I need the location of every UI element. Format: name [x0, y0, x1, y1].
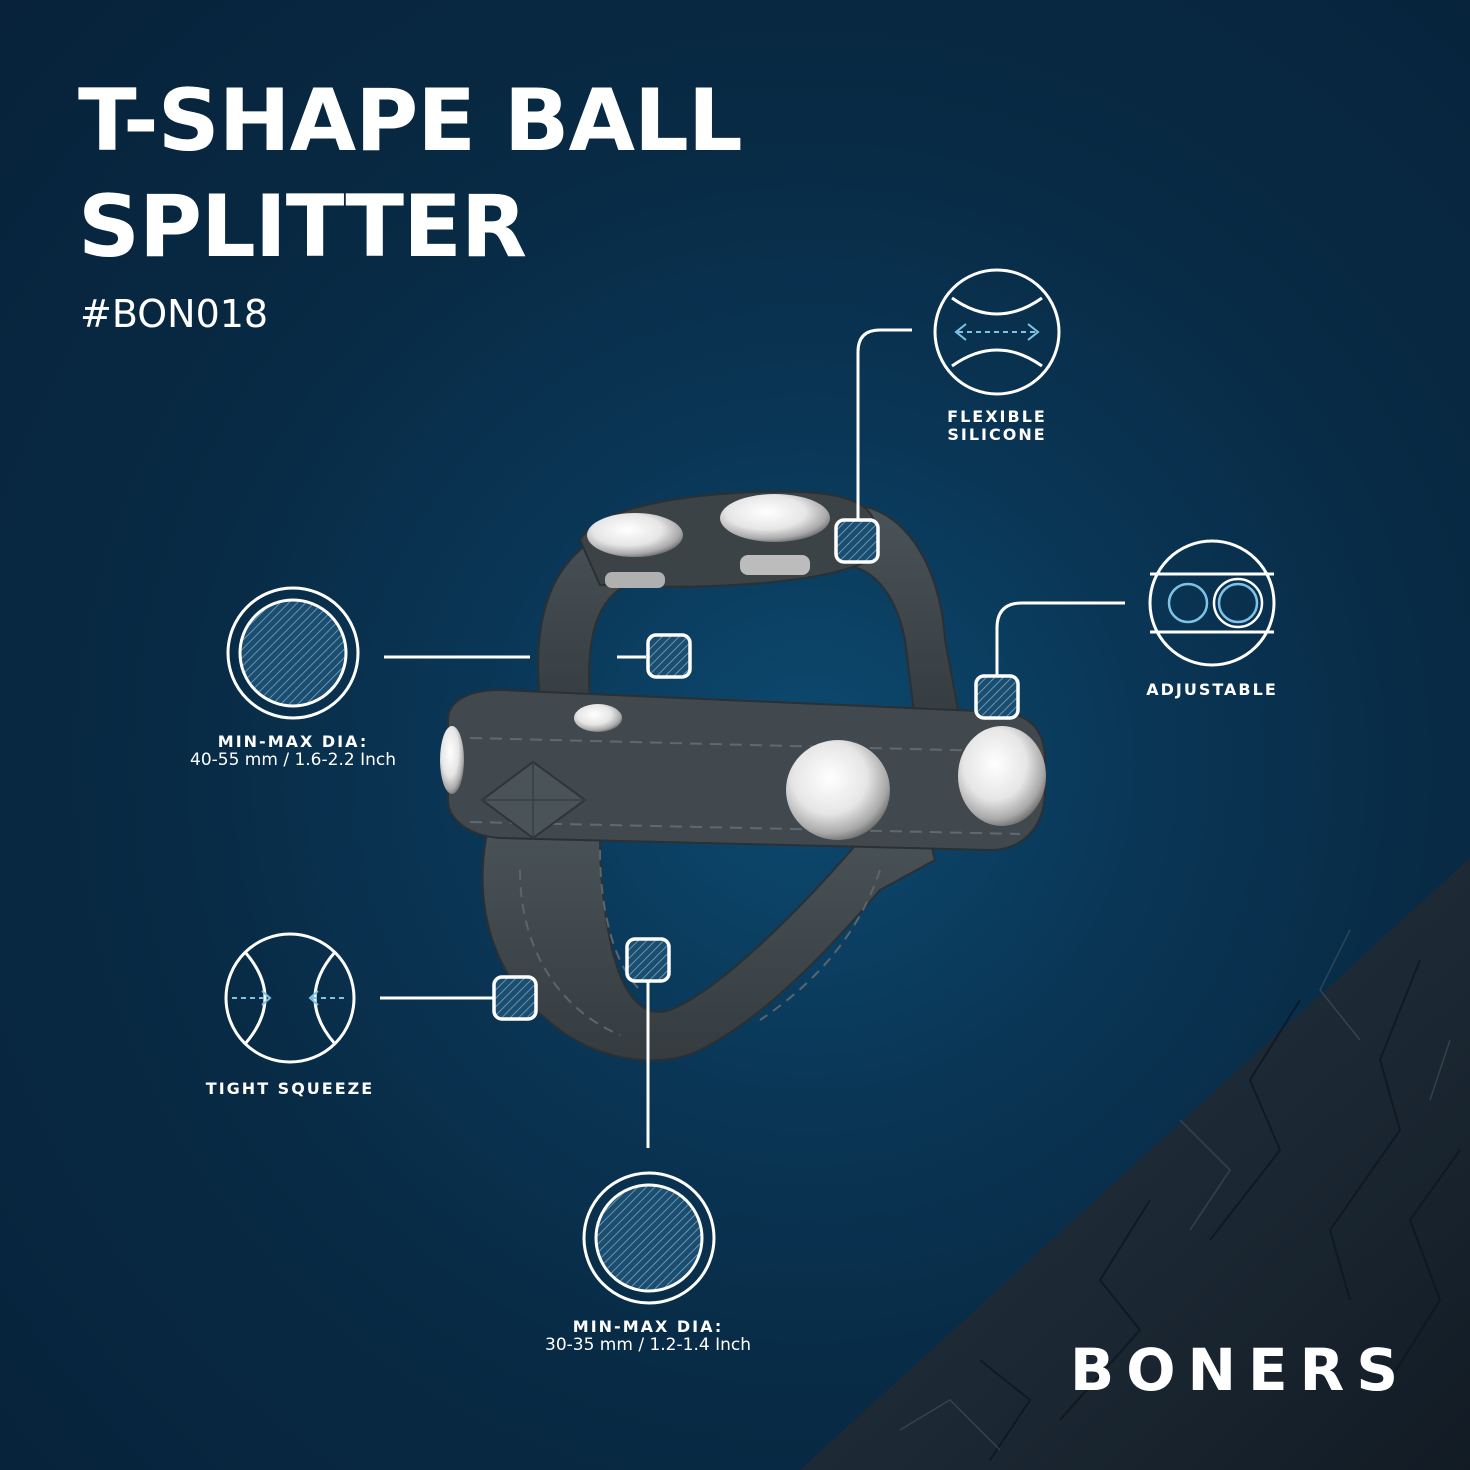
flexible-silicone-icon — [933, 268, 1061, 396]
callout-markers — [492, 518, 1020, 1021]
callout-lines — [380, 328, 1125, 1148]
tight-squeeze-icon — [224, 932, 356, 1064]
diameter-icon-top — [226, 586, 360, 720]
brand-logo: BONERS — [1070, 1336, 1411, 1404]
label-flexible-line2: SILICONE — [947, 425, 1047, 444]
label-bottom-diameter: MIN-MAX DIA: 30-35 mm / 1.2-1.4 Inch — [523, 1317, 773, 1355]
marker-flexible — [834, 518, 880, 564]
marker-top-dia — [646, 633, 692, 679]
product-title-line2: SPLITTER — [78, 177, 527, 277]
diameter-icon-bottom — [582, 1171, 716, 1305]
label-bottom-dia-heading: MIN-MAX DIA: — [572, 1317, 724, 1336]
product-title: T-SHAPE BALL SPLITTER — [78, 68, 743, 280]
marker-adjustable — [974, 674, 1020, 720]
label-bottom-dia-value: 30-35 mm / 1.2-1.4 Inch — [545, 1335, 751, 1355]
label-top-dia-value: 40-55 mm / 1.6-2.2 Inch — [190, 750, 396, 770]
product-image — [440, 490, 1046, 1062]
marker-squeeze — [492, 975, 538, 1021]
product-title-line1: T-SHAPE BALL — [78, 71, 743, 171]
label-flexible-line1: FLEXIBLE — [947, 407, 1047, 426]
label-top-diameter: MIN-MAX DIA: 40-55 mm / 1.6-2.2 Inch — [168, 732, 418, 770]
label-flexible-silicone: FLEXIBLE SILICONE — [917, 408, 1077, 444]
label-tight-squeeze: TIGHT SQUEEZE — [205, 1079, 375, 1098]
marker-bottom-dia — [625, 937, 671, 983]
label-top-dia-heading: MIN-MAX DIA: — [217, 732, 369, 751]
product-sku: #BON018 — [80, 292, 269, 336]
label-adjustable: ADJUSTABLE — [1146, 680, 1278, 699]
adjustable-icon — [1148, 539, 1276, 667]
